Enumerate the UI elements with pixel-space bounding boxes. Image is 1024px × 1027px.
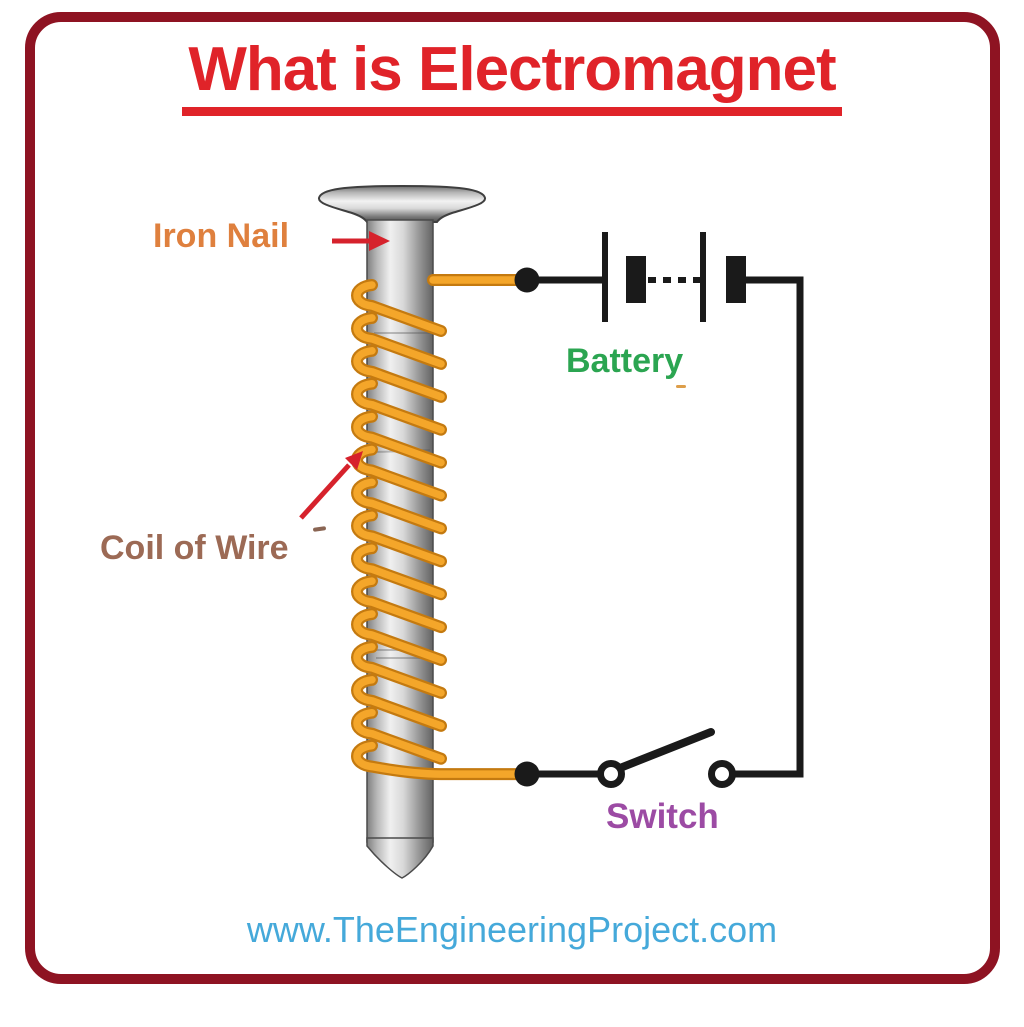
nail-head	[318, 184, 486, 223]
iron-nail-arrow	[332, 231, 390, 251]
label-battery: Battery	[566, 342, 684, 380]
coil-arrow	[299, 451, 363, 520]
battery-symbol	[602, 232, 746, 322]
switch-lever	[616, 728, 715, 772]
label-coil-of-wire: Coil of Wire	[100, 529, 289, 567]
switch-symbol	[597, 728, 736, 788]
circuit-wires	[538, 276, 804, 778]
label-iron-nail: Iron Nail	[153, 217, 290, 255]
terminal-dot-top	[514, 267, 540, 293]
border-frame	[25, 12, 1000, 984]
switch-contact-left	[597, 760, 625, 788]
terminal-dot-bottom	[514, 761, 540, 787]
battery-plate-short-2	[726, 256, 746, 303]
coil-of-wire-graphic	[351, 274, 522, 781]
nail-tip	[366, 837, 434, 879]
label-switch: Switch	[606, 797, 719, 836]
wire-battery-to-switch	[735, 276, 804, 778]
coil-wire	[353, 276, 520, 778]
battery-plate-short-1	[626, 256, 646, 303]
website-text: www.TheEngineeringProject.com	[246, 909, 778, 950]
battery-label-tick-mark	[676, 385, 686, 388]
page-title: What is Electromagnet	[182, 38, 842, 116]
title-bar: What is Electromagnet	[0, 38, 1024, 116]
switch-contact-right	[708, 760, 736, 788]
